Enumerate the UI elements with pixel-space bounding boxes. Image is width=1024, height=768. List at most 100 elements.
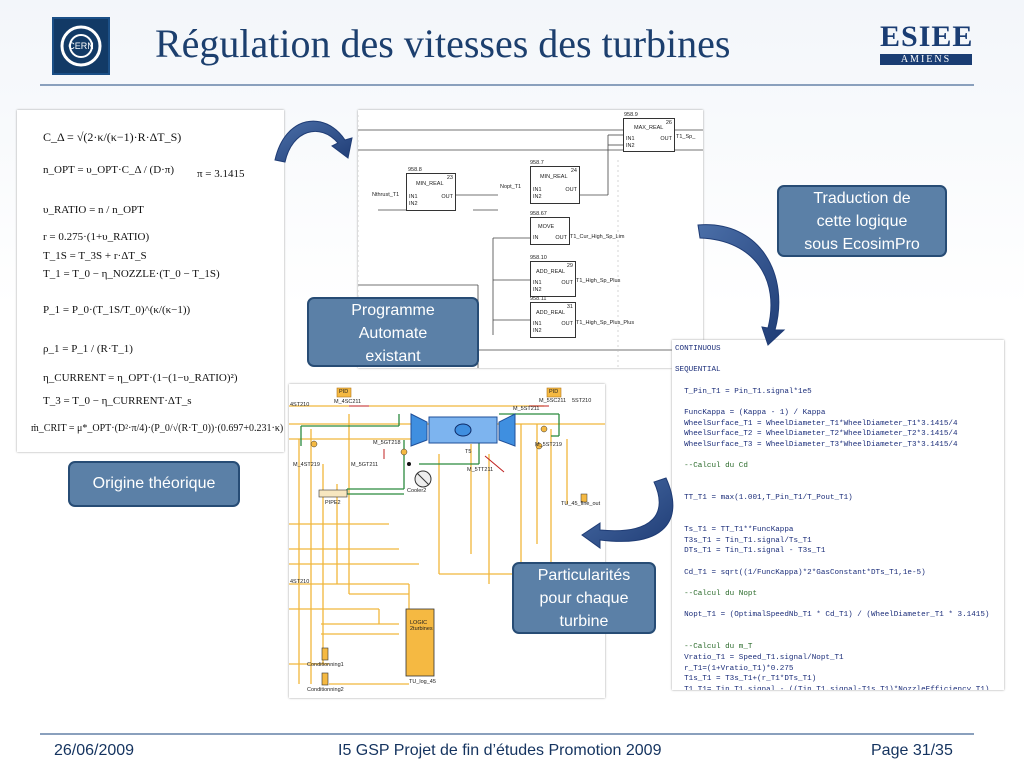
plc-block-num: 23 bbox=[446, 175, 453, 181]
plc-block-name: ADD_REAL bbox=[536, 269, 566, 275]
schematic-label: M_5TT211 bbox=[467, 467, 494, 473]
plc-pin-in1: IN1 bbox=[626, 136, 635, 142]
footer-title: I5 GSP Projet de fin d’études Promotion … bbox=[338, 742, 662, 759]
programme-line-1: Programme bbox=[351, 302, 435, 319]
formula-c-delta: C_Δ = √(2·κ/(κ−1)·R·ΔT_S) bbox=[43, 130, 182, 144]
schematic-label: M_4SC211 bbox=[334, 399, 362, 405]
traduction-line-1: Traduction de bbox=[813, 190, 911, 207]
formula-r: r = 0.275·(1+υ_RATIO) bbox=[43, 231, 150, 243]
plc-pin-in2: IN2 bbox=[409, 201, 418, 207]
schematic-pipes bbox=[289, 387, 605, 686]
schematic-logic-label: LOGIC 2turbines bbox=[410, 620, 433, 632]
formula-v-ratio: υ_RATIO = n / n_OPT bbox=[43, 204, 144, 216]
formula-n-opt: n_OPT = υ_OPT·C_Δ / (D·π) bbox=[43, 164, 175, 176]
code-line: --Calcul du m_T bbox=[675, 643, 753, 652]
formula-p1: P_1 = P_0·(T_1S/T_0)^(κ/(κ−1)) bbox=[43, 304, 191, 316]
cern-emblem-icon: CERN bbox=[60, 25, 102, 67]
schematic-label: M_5SC211 bbox=[539, 398, 567, 404]
schematic-label: Conditionning2 bbox=[307, 687, 344, 693]
plc-block-add-real: 31 ADD_REAL IN1 IN2 OUT bbox=[530, 302, 576, 338]
origine-theorique-label: Origine théorique bbox=[68, 461, 240, 507]
plc-pin-in2: IN2 bbox=[626, 143, 635, 149]
plc-pin-out: OUT bbox=[660, 136, 672, 142]
code-line: --Calcul du Nopt bbox=[675, 590, 758, 599]
traduction-line-2: cette logique bbox=[816, 213, 908, 230]
plc-block-num: 31 bbox=[566, 304, 573, 310]
schematic-label: TU_45_fine_out bbox=[561, 501, 601, 507]
formula-rho1: ρ_1 = P_1 / (R·T_1) bbox=[43, 343, 133, 355]
formula-m-crit: ṁ_CRIT = μ*_OPT·(D²·π/4)·(P_0/√(R·T_0))·… bbox=[31, 423, 284, 434]
plc-pin-in1: IN1 bbox=[533, 187, 542, 193]
code-line: Nopt_T1 = (OptimalSpeedNb_T1 * Cd_T1) / … bbox=[675, 611, 990, 620]
code-line: --Calcul du Cd bbox=[675, 462, 748, 471]
code-line: r_T1=(1+Vratio_T1)*0.275 bbox=[675, 664, 794, 673]
code-line: TT_T1 = max(1.001,T_Pin_T1/T_Pout_T1) bbox=[675, 494, 853, 503]
code-line bbox=[675, 632, 989, 643]
plc-input-label: Nthrust_T1 bbox=[372, 192, 400, 198]
code-line bbox=[675, 376, 989, 387]
code-line: Cd_T1 = sqrt((1/FuncKappa)*2*GasConstant… bbox=[675, 568, 926, 577]
footer-date: 26/06/2009 bbox=[54, 742, 135, 759]
code-line: T1s_T1 = T3s_T1+(r_T1*DTs_T1) bbox=[675, 675, 817, 684]
schematic-label: PID bbox=[549, 389, 559, 395]
origine-text: Origine théorique bbox=[92, 475, 216, 492]
schematic-label: M_5GT211 bbox=[351, 462, 379, 468]
schematic-label: T5 bbox=[465, 449, 472, 455]
schematic-label: 5ST210 bbox=[572, 398, 592, 404]
code-line bbox=[675, 578, 989, 589]
plc-block-num: 24 bbox=[570, 168, 577, 174]
plc-block-move: MOVE IN OUT bbox=[530, 217, 570, 245]
plc-input-label: Nopt_T1 bbox=[500, 184, 522, 190]
programme-automate-label: Programme Automate existant bbox=[307, 297, 479, 367]
plc-block-id: 958.8 bbox=[408, 167, 422, 173]
ecosimpro-code-panel: CONTINUOUS SEQUENTIAL T_Pin_T1 = Pin_T1.… bbox=[672, 340, 1004, 690]
code-line bbox=[675, 600, 989, 611]
theory-formulas-panel: C_Δ = √(2·κ/(κ−1)·R·ΔT_S) n_OPT = υ_OPT·… bbox=[17, 110, 284, 452]
code-line: WheelSurface_T2 = WheelDiameter_T2*Wheel… bbox=[675, 430, 958, 439]
schematic-label: PIPE2 bbox=[325, 500, 341, 506]
plc-block-name: MIN_REAL bbox=[540, 174, 568, 180]
programme-line-2: Automate bbox=[358, 325, 428, 342]
plc-block-name: MAX_REAL bbox=[634, 125, 664, 131]
ecosimpro-code: CONTINUOUS SEQUENTIAL T_Pin_T1 = Pin_T1.… bbox=[675, 344, 989, 690]
esiee-logo-sub: AMIENS bbox=[880, 54, 972, 65]
traduction-ecosimpro-label: Traduction de cette logique sous EcosimP… bbox=[777, 185, 947, 257]
formula-pi: π = 3.1415 bbox=[197, 168, 245, 180]
plc-block-min-real: 24 MIN_REAL IN1 IN2 OUT bbox=[530, 166, 580, 204]
plc-block-id: 958.7 bbox=[530, 160, 544, 166]
schematic-label: 4ST210 bbox=[290, 402, 310, 408]
plc-pin-out: OUT bbox=[561, 280, 573, 286]
plc-block-max-real: 26 MAX_REAL IN1 IN2 OUT bbox=[623, 118, 675, 152]
plc-pin-in2: IN2 bbox=[533, 328, 542, 334]
plc-block-id: 958.11 bbox=[530, 296, 547, 302]
code-line bbox=[675, 451, 989, 462]
formula-t1: T_1 = T_0 − η_NOZZLE·(T_0 − T_1S) bbox=[43, 268, 220, 280]
plc-pin-in1: IN1 bbox=[409, 194, 418, 200]
particularites-line-2: pour chaque bbox=[539, 590, 629, 607]
code-line bbox=[675, 557, 989, 568]
arrow-theory-to-plc-icon bbox=[274, 120, 353, 163]
formula-t3: T_3 = T_0 − η_CURRENT·ΔT_s bbox=[43, 395, 192, 407]
code-line bbox=[675, 355, 989, 366]
schematic-label: M_5ST219 bbox=[535, 442, 562, 448]
plc-block-name: ADD_REAL bbox=[536, 310, 566, 316]
plc-block-id: 958.10 bbox=[530, 255, 547, 261]
plc-pin-in2: IN2 bbox=[533, 194, 542, 200]
particularites-turbine-label: Particularités pour chaque turbine bbox=[512, 562, 656, 634]
plc-block-name: MOVE bbox=[538, 224, 555, 230]
plc-output-label: T1_Sp_ bbox=[676, 134, 696, 140]
plc-block-add-real: 29 ADD_REAL IN1 IN2 OUT bbox=[530, 261, 576, 297]
code-line bbox=[675, 621, 989, 632]
code-line bbox=[675, 515, 989, 526]
plc-pin-in: IN bbox=[533, 235, 539, 241]
cern-logo: CERN bbox=[52, 17, 110, 75]
plc-block-name: MIN_REAL bbox=[416, 181, 444, 187]
code-line: Vratio_T1 = Speed_T1.signal/Nopt_T1 bbox=[675, 654, 844, 663]
programme-line-3: existant bbox=[365, 348, 421, 365]
schematic-label: TU_log_45 bbox=[409, 679, 436, 685]
schematic-label: Conditionning1 bbox=[307, 662, 344, 668]
code-line: T3s_T1 = Tin_T1.signal/Ts_T1 bbox=[675, 536, 812, 545]
plc-block-id: 958.67 bbox=[530, 211, 547, 217]
code-line: T1_T1= Tin_T1.signal - ((Tin_T1.signal-T… bbox=[675, 686, 990, 690]
traduction-line-3: sous EcosimPro bbox=[804, 236, 920, 253]
